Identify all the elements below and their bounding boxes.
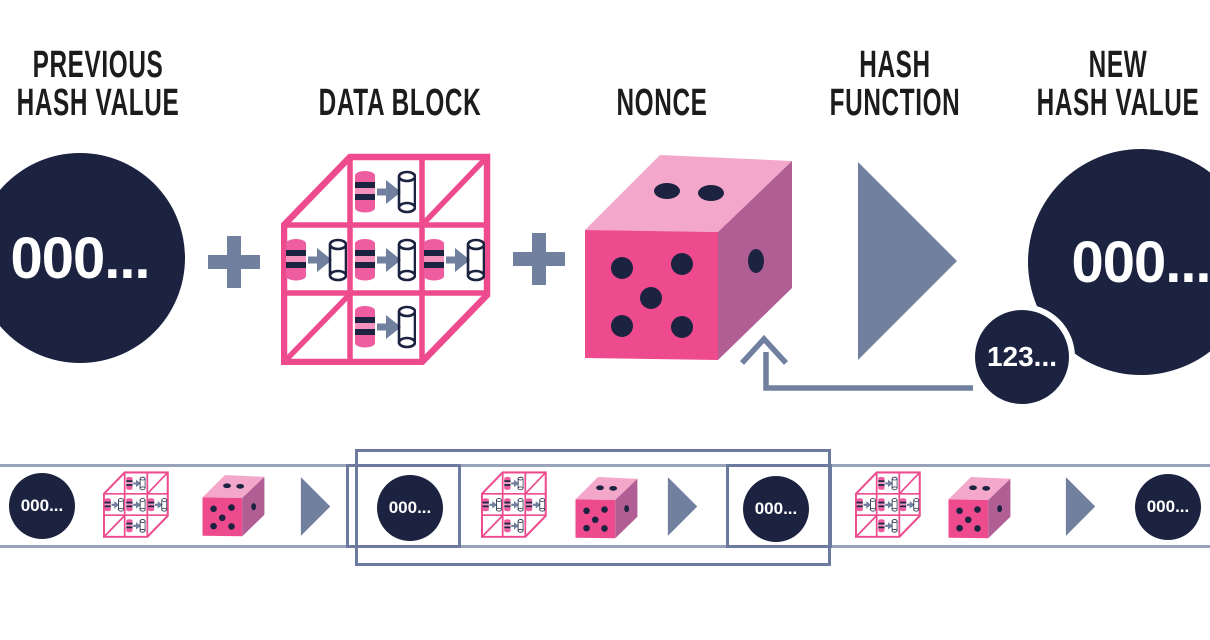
label-previous-hash: PREVIOUS HASH VALUE: [0, 46, 268, 122]
chain-band-line-bottom: [0, 545, 1210, 548]
label-previous-hash-line1: PREVIOUS: [32, 44, 164, 86]
plus-icon: [208, 236, 260, 288]
data-block-cube-icon: [281, 153, 491, 365]
chain-data-block-cube-icon: [855, 471, 921, 538]
plus-icon: [513, 233, 565, 285]
label-previous-hash-line2: HASH VALUE: [16, 82, 180, 124]
chain-hash-circle: 000...: [9, 473, 75, 539]
new-hash-value: 000...: [1071, 229, 1210, 295]
chain-band-line-top: [0, 464, 1210, 467]
chain-hash-circle: 000...: [377, 475, 443, 541]
chain-hash-circle: 000...: [743, 476, 809, 542]
chain-nonce-dice-icon: [201, 474, 265, 537]
chain-hash-function-triangle-icon: [665, 477, 700, 536]
hash-function-triangle-icon: [858, 162, 957, 360]
previous-hash-circle: 000...: [0, 153, 185, 363]
chain-hash-function-triangle-icon: [298, 477, 333, 536]
label-hash-function-line2: FUNCTION: [829, 82, 961, 124]
chain-hash-circle: 000...: [1135, 474, 1201, 540]
previous-hash-value: 000...: [10, 225, 150, 291]
label-new-hash-line2: HASH VALUE: [1036, 82, 1200, 124]
nonce-result-circle: 123...: [969, 304, 1075, 410]
chain-hash-box-2: [726, 464, 832, 548]
label-data-block: DATA BLOCK: [318, 82, 482, 124]
label-new-hash-line1: NEW: [1088, 44, 1148, 86]
label-hash-function-line1: HASH: [859, 44, 931, 86]
nonce-retry-arrow-icon: [739, 334, 973, 391]
label-new-hash: NEW HASH VALUE: [948, 46, 1210, 122]
chain-data-block-cube-icon: [103, 471, 169, 538]
nonce-result-value: 123...: [986, 341, 1058, 372]
label-hash-function: HASH FUNCTION: [725, 46, 1065, 122]
chain-data-block-cube-icon: [481, 471, 547, 538]
label-nonce: NONCE: [616, 82, 708, 124]
chain-hash-function-triangle-icon: [1063, 477, 1098, 536]
chain-nonce-dice-icon: [947, 476, 1011, 539]
chain-nonce-dice-icon: [574, 476, 638, 539]
chain-hash-box-1: [346, 464, 461, 548]
